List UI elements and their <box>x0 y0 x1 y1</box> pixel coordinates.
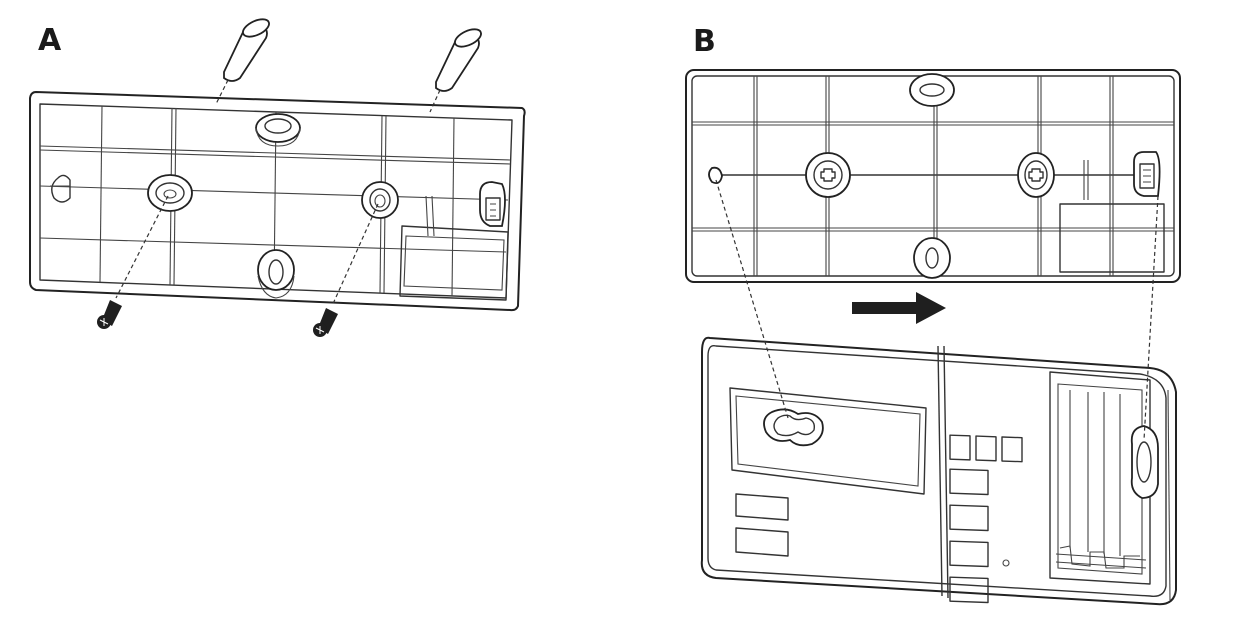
panel-label-a: A <box>38 23 62 58</box>
screw-right <box>313 203 379 337</box>
wall-plate-a <box>29 91 526 312</box>
wall-anchor-right <box>429 28 482 113</box>
screw-left <box>97 195 169 329</box>
wall-plate-b <box>685 69 1181 283</box>
wall-anchor-left <box>215 18 270 105</box>
keyhole-slot <box>763 408 824 447</box>
thermostat-body <box>700 336 1177 606</box>
alignment-line-left <box>715 179 789 419</box>
left-button-lower <box>735 527 789 557</box>
panel-a-wall-plate-assembly <box>29 18 526 337</box>
battery-compartment <box>1049 371 1151 585</box>
alignment-line-right <box>1143 195 1159 441</box>
panel-label-b: B <box>693 24 716 59</box>
panel-b-mounting-assembly <box>685 69 1181 606</box>
slide-direction-arrow <box>852 292 946 324</box>
left-button-upper <box>735 493 789 521</box>
